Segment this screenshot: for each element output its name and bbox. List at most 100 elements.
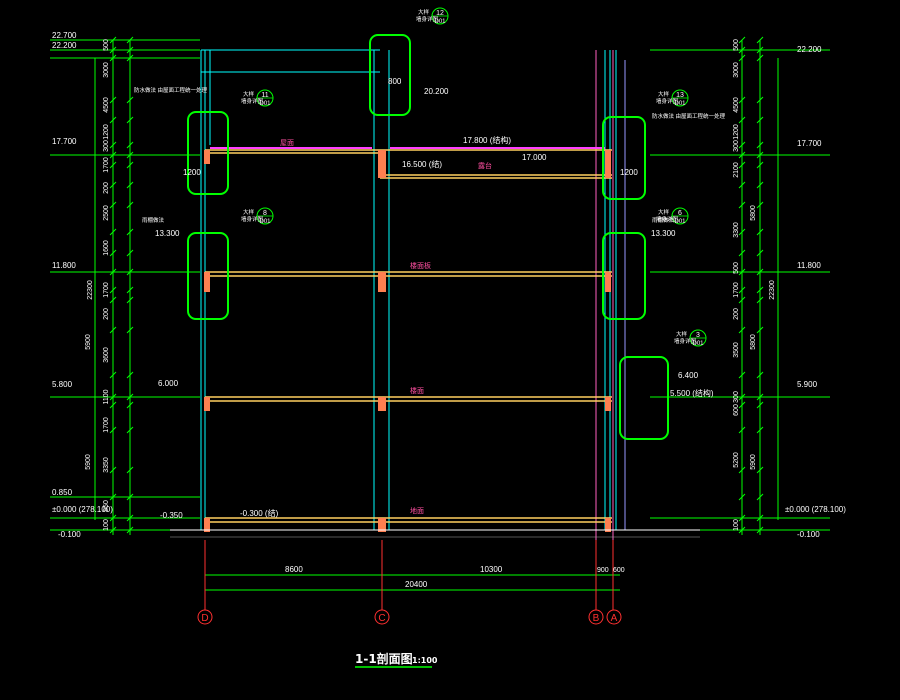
dim-tick [126, 426, 134, 434]
vertical-dims: 5003000450012003001700200250016001700200… [85, 39, 776, 531]
dim-tick [738, 466, 746, 474]
callout-number: 13 [676, 92, 684, 99]
dim-tick [109, 201, 117, 209]
dim-d-c: 8600 [285, 565, 303, 574]
dim-tick [738, 326, 746, 334]
right-dim-value: 1200 [733, 124, 740, 140]
left-dim-value: 200 [103, 182, 110, 194]
dim-tick [126, 326, 134, 334]
pink-label-3: 楼面板 [410, 261, 431, 270]
callout-sheet: D01 [674, 219, 686, 225]
right-dim-value: 100 [733, 519, 740, 531]
dim-tick [109, 151, 117, 159]
right-dim-value: 3500 [733, 342, 740, 358]
label-m0300: -0.300 (结) [240, 508, 279, 518]
dim-tick [126, 46, 134, 54]
label-r-6400: 6.400 [678, 371, 699, 380]
callout-note: 墙身详图 [241, 97, 264, 105]
dim-tick [738, 493, 746, 501]
callout-side-note: 防水做法 由屋面工程统一处理 [652, 112, 726, 120]
axis-bubbles [197, 540, 622, 625]
label-r-5500: 5.500 (结构) [670, 388, 714, 398]
dim-tick [126, 249, 134, 257]
left-dim-value: 5900 [85, 334, 92, 350]
dim-tick [126, 161, 134, 169]
dim-b-a1: 900 [597, 567, 609, 574]
dim-tick [756, 393, 764, 401]
callout-note: 墙身详图 [656, 97, 679, 105]
label-m0350: -0.350 [160, 511, 183, 520]
title-main: 1-1剖面图 [355, 651, 413, 666]
dim-tick [109, 181, 117, 189]
dim-tick [126, 96, 134, 104]
right-elev-3: 11.800 [797, 261, 821, 270]
label-16500: 16.500 (结) [402, 159, 442, 169]
dim-tick [738, 116, 746, 124]
right-elev-1: 22.200 [797, 45, 822, 54]
dim-tick [756, 326, 764, 334]
left-elev-8: -0.100 [58, 530, 81, 539]
pink-label-4: 楼面 [410, 386, 424, 395]
dim-tick [756, 371, 764, 379]
dim-tick [738, 36, 746, 44]
dim-tick [109, 46, 117, 54]
labels: 22.700 22.200 17.700 11.800 5.800 0.850 … [52, 31, 846, 624]
callout-sheet: D01 [259, 101, 271, 107]
callout-side-note: 雨棚做法 [142, 216, 165, 224]
axis-b: B [593, 613, 600, 624]
callout-number: 6 [678, 210, 682, 217]
dim-tick [126, 54, 134, 62]
dim-tick [126, 393, 134, 401]
right-dim-value: 5800 [750, 334, 757, 350]
dim-tick [126, 296, 134, 304]
dim-tick [109, 116, 117, 124]
right-dim-value: 200 [733, 308, 740, 320]
dim-tick [126, 286, 134, 294]
dim-tick [126, 493, 134, 501]
left-dim-value: 1100 [103, 389, 110, 404]
dim-tick [109, 228, 117, 236]
dim-tick [109, 286, 117, 294]
dim-tick [126, 514, 134, 522]
dim-tick [756, 401, 764, 409]
left-elev-1: 22.700 [52, 31, 77, 40]
dim-tick [738, 393, 746, 401]
right-elev-4: 5.900 [797, 380, 818, 389]
label-r-1200: 1200 [620, 168, 638, 177]
callout-sheet: D01 [674, 101, 686, 107]
dim-tick [738, 161, 746, 169]
dim-tick [738, 201, 746, 209]
left-dim-value: 100 [103, 519, 110, 531]
dim-tick [109, 36, 117, 44]
dim-tick [756, 493, 764, 501]
left-dim-value: 1600 [103, 240, 110, 256]
right-dim-value: 300 [733, 140, 740, 152]
callout-tag: 大样 [243, 90, 255, 98]
dim-tick [756, 286, 764, 294]
dim-tick [126, 371, 134, 379]
label-l-6000: 6.000 [158, 379, 179, 388]
left-elev-6: 0.850 [52, 488, 73, 497]
right-dim-value: 2100 [733, 162, 740, 178]
left-elev-7: ±0.000 (278.100) [52, 505, 113, 514]
dim-tick [109, 371, 117, 379]
callout-side-note: 雨棚做法 [652, 216, 675, 224]
left-dim-value: 3000 [103, 62, 110, 78]
callout-number: 3 [696, 332, 700, 339]
dim-tick [756, 141, 764, 149]
dim-tick [756, 466, 764, 474]
callout-tag: 大样 [243, 208, 255, 216]
right-elev-2: 17.700 [797, 139, 822, 148]
callout-note: 墙身详图 [241, 215, 264, 223]
dim-tick [756, 426, 764, 434]
dim-tick [756, 526, 764, 534]
building-section [170, 49, 700, 540]
label-800: 800 [388, 77, 402, 86]
right-dim-value: 5900 [750, 454, 757, 470]
dim-tick [109, 514, 117, 522]
dim-tick [109, 268, 117, 276]
dim-tick [126, 181, 134, 189]
dim-tick [738, 286, 746, 294]
